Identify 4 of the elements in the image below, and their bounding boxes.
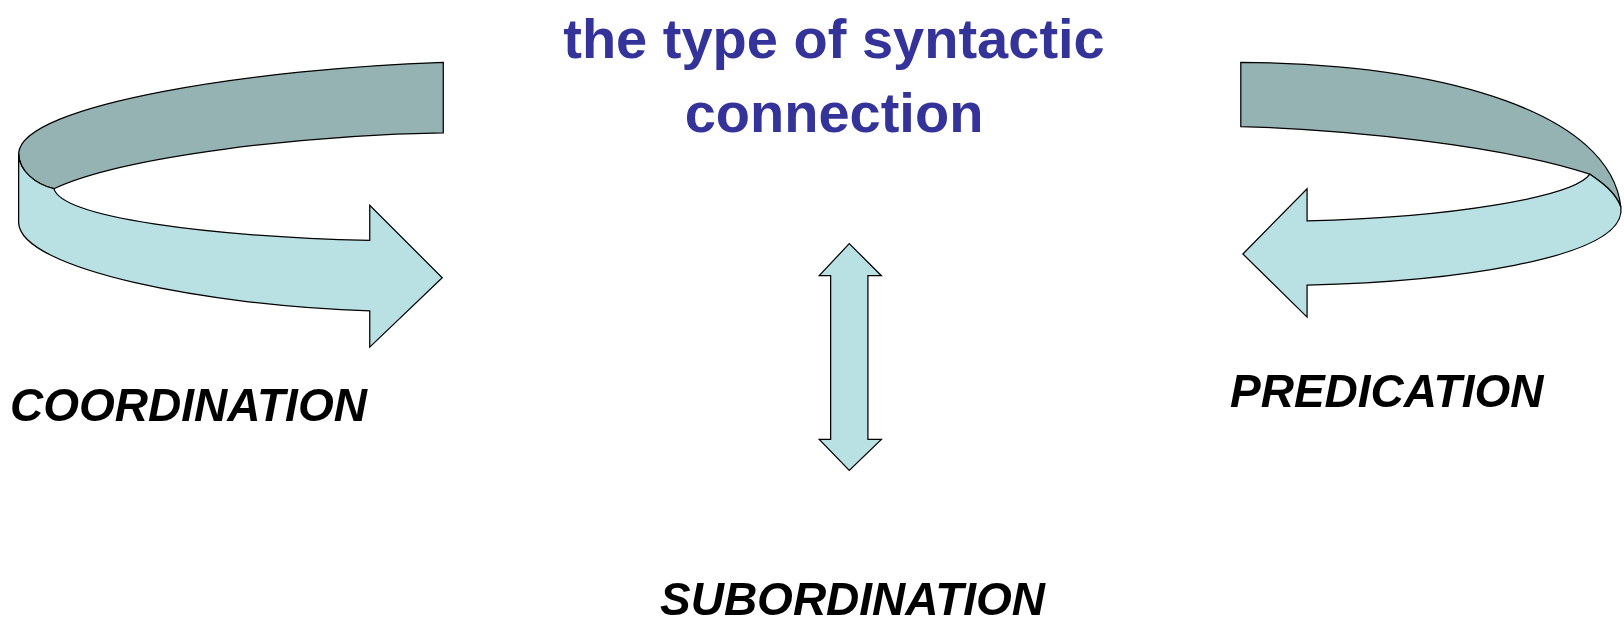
- title: the type of syntactic connection: [562, 6, 1106, 146]
- category-label: SUBORDINATION: [660, 572, 1046, 626]
- category-label: PREDICATION: [1230, 364, 1544, 418]
- category-label: COORDINATION: [10, 378, 367, 432]
